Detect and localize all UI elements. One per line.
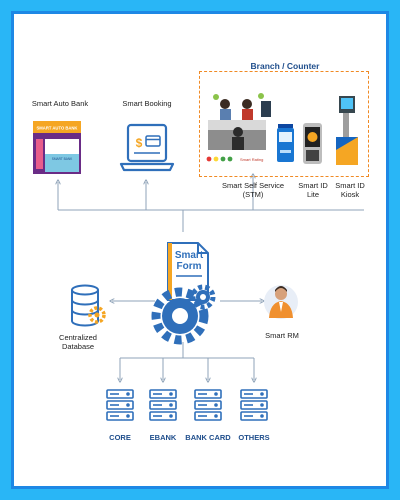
smart-form-title-1: Smart: [175, 250, 204, 261]
server-ebank-icon: [149, 389, 177, 421]
connectors: [58, 176, 364, 380]
auto-bank-banner-text: SMART AUTO BANK: [37, 126, 78, 131]
database-label-line1: Centralized: [59, 333, 97, 342]
stm-label-line2: (STM): [242, 190, 264, 199]
smart-rm-label: Smart RM: [265, 331, 299, 340]
stm-label: Smart Self Service (STM): [222, 181, 284, 199]
backend-label-bank-card: BANK CARD: [185, 433, 231, 442]
server-core-icon: [106, 389, 134, 421]
stm-label-line1: Smart Self Service: [222, 181, 285, 190]
smart-form-title-2: Form: [177, 261, 202, 272]
id-lite-label: Smart ID Lite: [294, 181, 332, 199]
database-label-line2: Database: [61, 342, 95, 351]
smart-rm-avatar-icon: [264, 285, 298, 319]
branch-counter-title: Branch / Counter: [250, 61, 320, 71]
smart-id-kiosk-icon: [336, 96, 358, 165]
kiosk-label: Smart ID Kiosk: [330, 181, 370, 199]
small-gear-icon: [190, 284, 216, 310]
db-gear-icon: [88, 306, 106, 324]
backend-label-ebank: EBANK: [149, 433, 177, 442]
backend-label-others: OTHERS: [238, 433, 270, 442]
database-label: Centralized Database: [48, 333, 108, 351]
server-others-icon: [240, 389, 268, 421]
stm-machine-icon: [277, 124, 294, 162]
auto-bank-label: Smart Auto Bank: [31, 99, 89, 108]
laptop-icon: $: [119, 123, 175, 172]
branch-counter-box: [199, 71, 369, 177]
dollar-icon: $: [136, 136, 143, 150]
kiosk-label-line1: Smart ID: [335, 181, 365, 190]
server-bank-card-icon: [194, 389, 222, 421]
id-lite-label-line1: Smart ID: [298, 181, 328, 190]
booking-label: Smart Booking: [122, 99, 172, 108]
large-gear-icon: [151, 287, 209, 345]
id-lite-label-line2: Lite: [306, 190, 320, 199]
kiosk-label-line2: Kiosk: [340, 190, 360, 199]
database-icon: [71, 284, 99, 327]
auto-bank-sub-text: SMART BANK: [52, 157, 73, 161]
smart-rating-text: Smart Rating: [240, 157, 263, 162]
branch-counter-illustration: Smart Rating: [206, 93, 271, 162]
smart-id-lite-icon: [303, 123, 322, 164]
backend-label-core: CORE: [109, 433, 131, 442]
auto-bank-icon: SMART AUTO BANK SMART BANK: [33, 121, 81, 174]
